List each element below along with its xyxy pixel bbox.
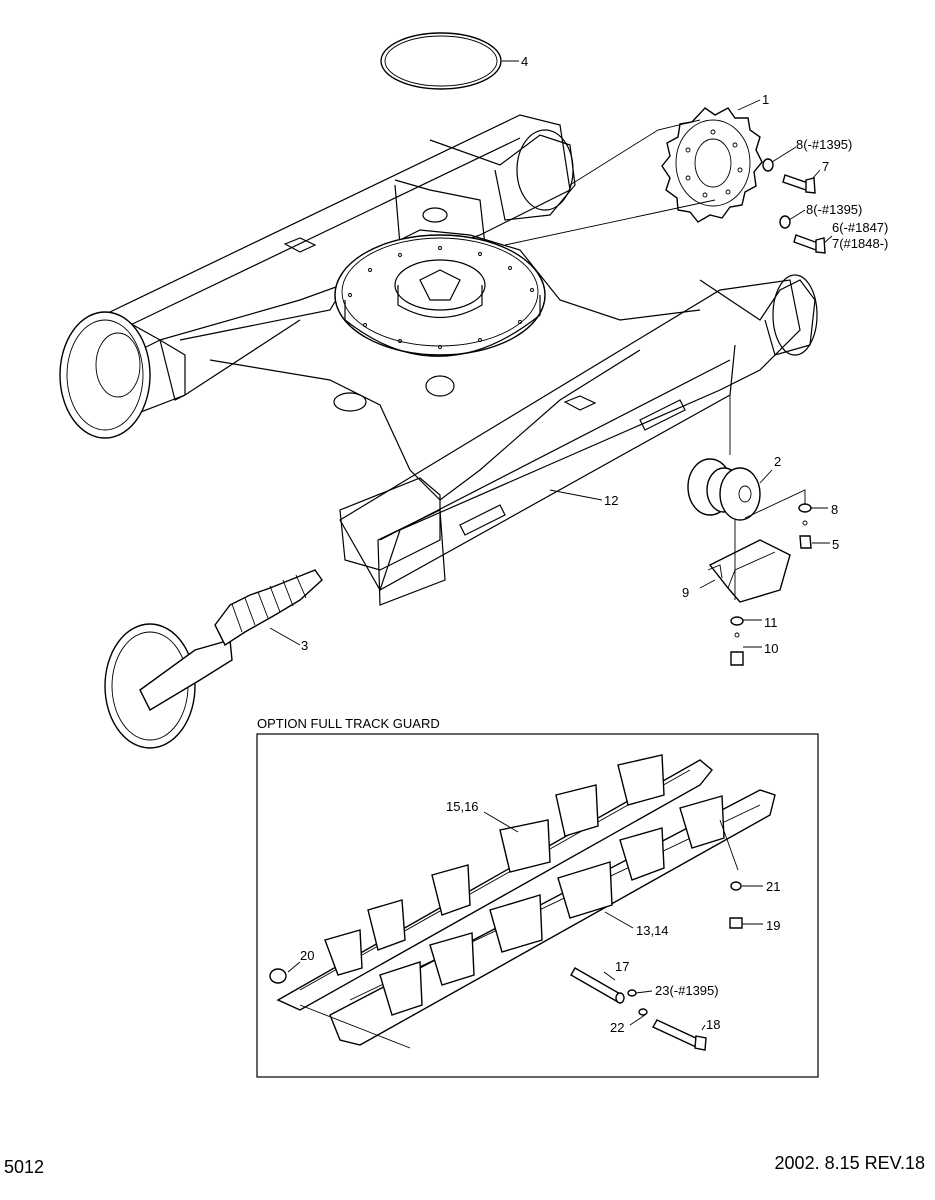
callout-19: 19: [766, 918, 780, 933]
track-roller-part: [687, 458, 761, 521]
callout-9: 9: [682, 585, 689, 600]
callout-8c: 8: [831, 502, 838, 517]
callout-12: 12: [604, 493, 618, 508]
option-leader-lines: [287, 811, 763, 1049]
callout-1: 1: [762, 92, 769, 107]
callout-23: 23(-#1395): [655, 983, 719, 998]
callout-2: 2: [774, 454, 781, 469]
option-box-frame: [256, 733, 819, 1078]
callout-15: 15,16: [446, 799, 479, 814]
callout-7: 7: [822, 159, 829, 174]
callout-3: 3: [301, 638, 308, 653]
track-frame: [99, 114, 818, 606]
sprocket-part: [661, 107, 763, 223]
o-ring-part: [380, 32, 502, 90]
callout-5: 5: [832, 537, 839, 552]
guard-hardware: [730, 616, 744, 666]
swing-bearing-ring: [334, 234, 546, 357]
callout-22: 22: [610, 1020, 624, 1035]
frame-idler-wheel: [59, 311, 151, 439]
roller-guard-part: [707, 539, 791, 603]
callout-4: 4: [521, 54, 528, 69]
callout-8b: 8(-#1395): [806, 202, 862, 217]
callout-11: 11: [764, 615, 778, 630]
callout-13: 13,14: [636, 923, 669, 938]
leader-lines: [269, 60, 833, 648]
callout-18: 18: [706, 1017, 720, 1032]
track-guard-hardware: [269, 881, 743, 1051]
callout-6: 6(-#1847): [832, 220, 888, 235]
callout-21: 21: [766, 879, 780, 894]
revision-date: 2002. 8.15 REV.18: [774, 1153, 925, 1173]
callout-17: 17: [615, 959, 629, 974]
page-number: 5012: [4, 1157, 45, 1177]
idler-spring-assembly: [104, 569, 323, 749]
callout-8a: 8(-#1395): [796, 137, 852, 152]
roller-hardware: [798, 503, 812, 549]
track-guard-lower: [329, 789, 776, 1046]
callout-10: 10: [764, 641, 778, 656]
callout-20: 20: [300, 948, 314, 963]
sprocket-hardware: [762, 158, 826, 254]
option-box-title: OPTION FULL TRACK GUARD: [257, 716, 440, 731]
callout-7b: 7(#1848-): [832, 236, 888, 251]
track-guard-upper: [276, 754, 713, 1011]
